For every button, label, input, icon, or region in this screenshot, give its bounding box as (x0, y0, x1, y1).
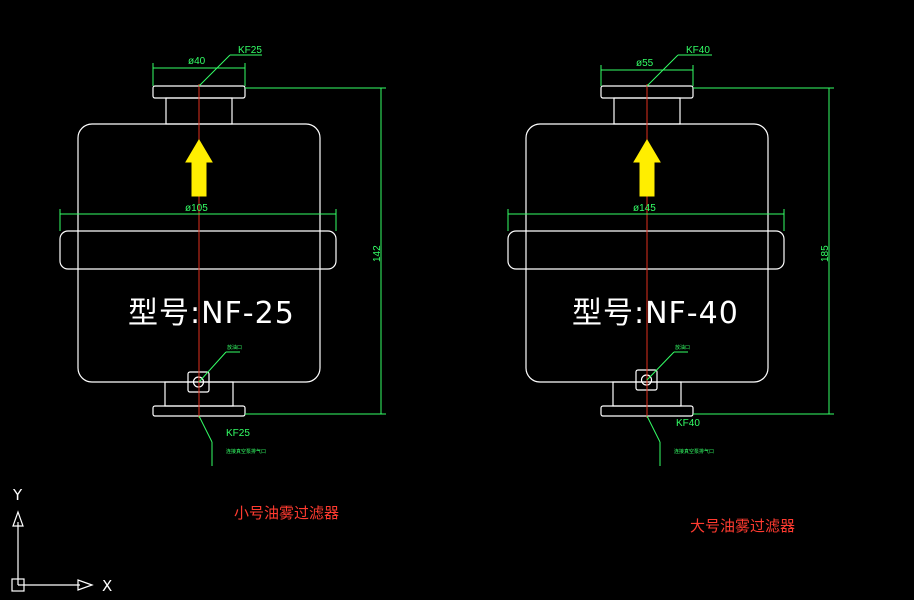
filter-drawing-small (59, 85, 337, 417)
model-label: 型号:NF-40 (572, 296, 739, 331)
flange-diameter-dim: ø40 (188, 56, 206, 67)
dimension-lines-small (59, 54, 386, 466)
flow-arrow (633, 139, 661, 197)
height-dim: 185 (820, 245, 831, 262)
dimension-lines-large (507, 54, 834, 466)
clamp-band (59, 230, 337, 270)
body-diameter-dim: ø145 (633, 203, 656, 214)
body-diameter-dim: ø105 (185, 203, 208, 214)
filter-caption: 大号油雾过滤器 (690, 517, 795, 535)
flange-top-label: KF25 (238, 45, 262, 56)
flange-bottom-label: KF25 (226, 428, 250, 439)
bottom-connection-note: 连接真空泵排气口 (674, 448, 714, 455)
drain-port-note: 放油口 (227, 344, 242, 351)
flow-arrow (185, 139, 213, 197)
filter-caption: 小号油雾过滤器 (234, 504, 339, 522)
bottom-connection-note: 连接真空泵排气口 (226, 448, 266, 455)
ucs-axis-icon (11, 510, 94, 592)
filter-drawing-large (507, 85, 785, 417)
clamp-band (507, 230, 785, 270)
x-axis-label: X (102, 577, 112, 595)
model-label: 型号:NF-25 (128, 296, 295, 331)
height-dim: 142 (372, 245, 383, 262)
flange-bottom-label: KF40 (676, 418, 700, 429)
flange-top-label: KF40 (686, 45, 710, 56)
flange-diameter-dim: ø55 (636, 58, 654, 69)
y-axis-label: Y (12, 486, 23, 504)
drain-port-note: 放油口 (675, 344, 690, 351)
